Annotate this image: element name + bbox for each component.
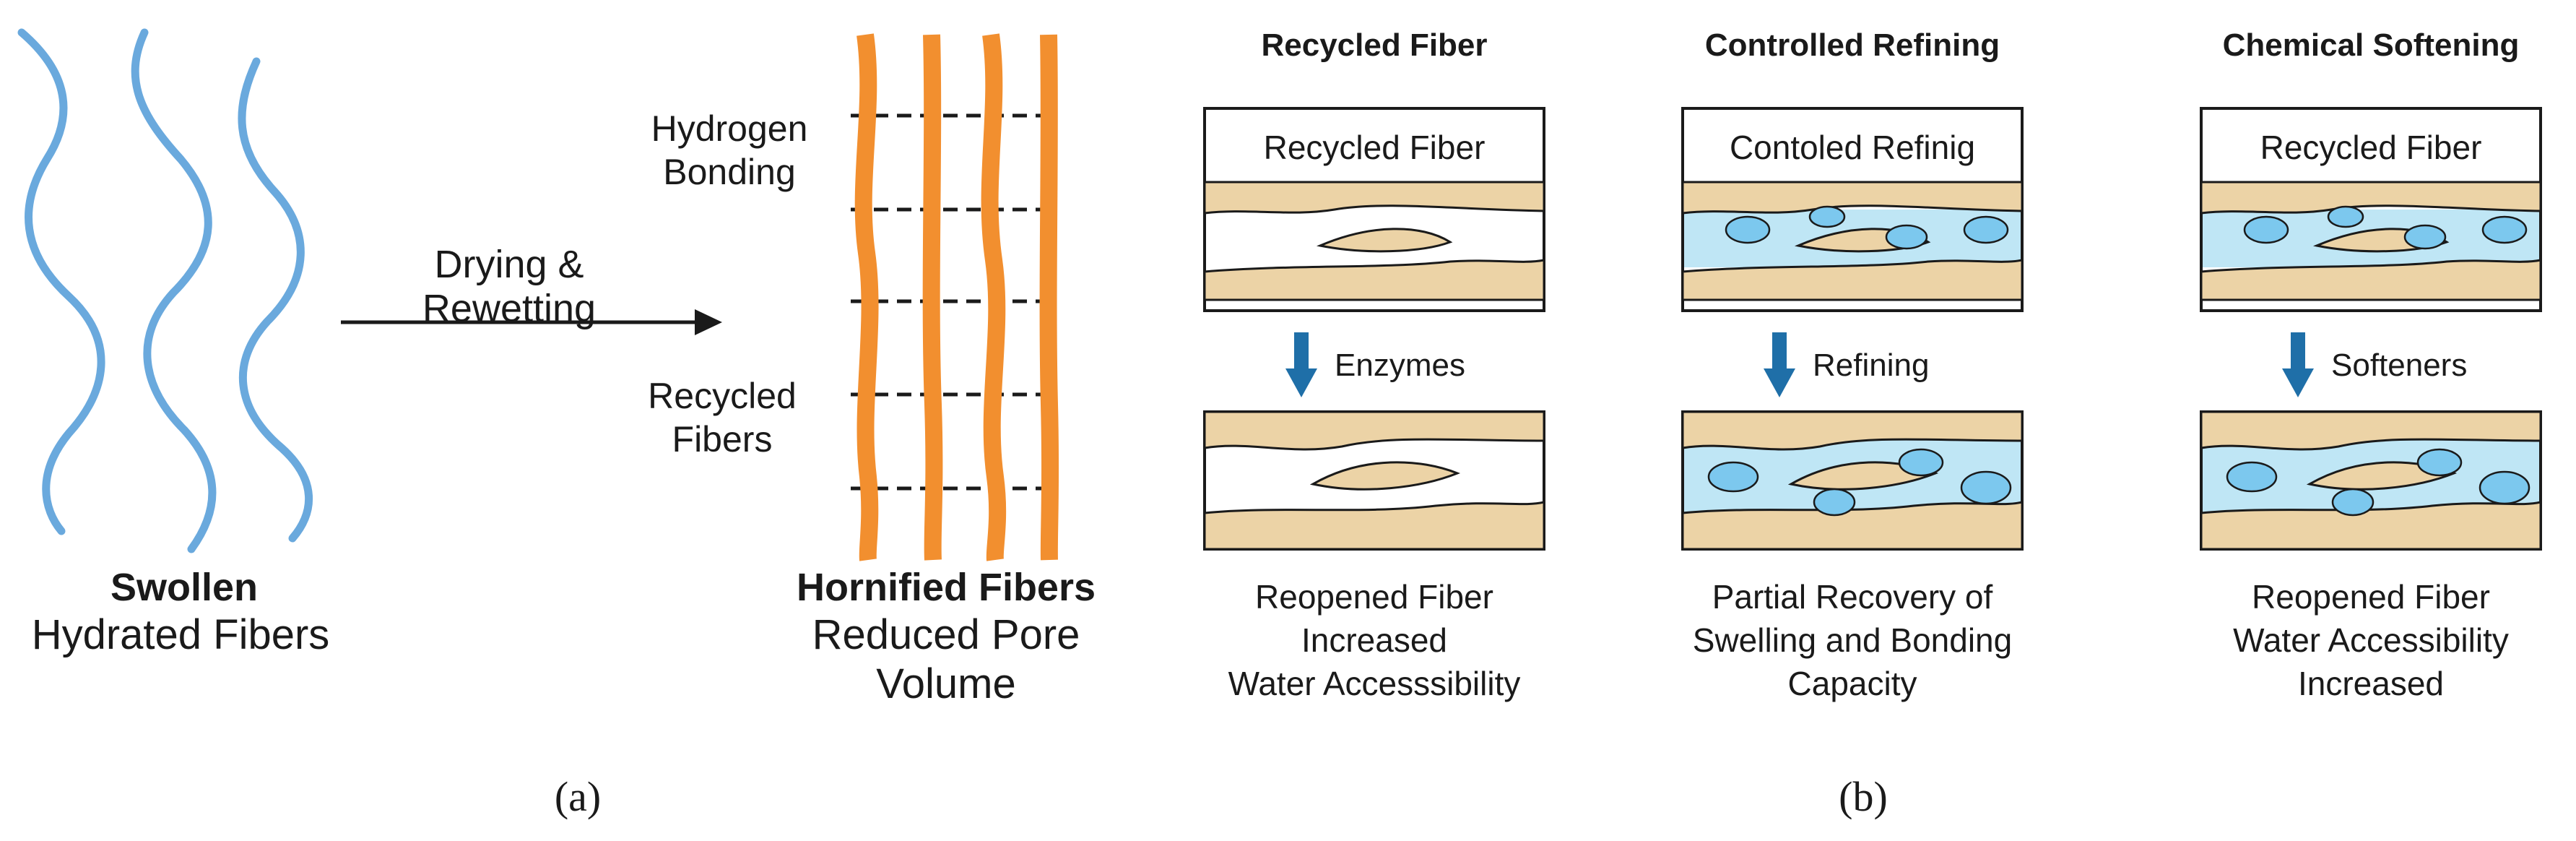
column-2-bottom-pore [1960, 470, 2012, 505]
column-2-top-fiber-box: Contoled Refinig [1681, 107, 2024, 312]
column-3-result-line-3: Increased [2297, 665, 2444, 702]
column-3-top-pore [2403, 224, 2447, 250]
recycled-fibers-label-line2: Fibers [672, 419, 773, 460]
hornified-fiber-2 [922, 34, 943, 561]
swollen-fiber-1 [17, 28, 105, 535]
hornified-subtitle-line2: Volume [876, 660, 1016, 707]
swollen-fibers [17, 28, 313, 553]
column-1-heading: Recycled Fiber [1261, 27, 1488, 63]
column-3-top-pore [2481, 215, 2528, 244]
column-2-top-pore [1725, 215, 1771, 244]
column-1-result-line-2: Increased [1301, 621, 1447, 659]
caption-b: (b) [1839, 773, 1888, 820]
column-3-bottom-pore [2416, 448, 2463, 477]
hornified-fiber-3 [981, 33, 1007, 561]
swollen-fiber-3 [238, 57, 313, 543]
hornified-fiber-4 [1039, 34, 1059, 561]
column-3-result-line-1: Reopened Fiber [2252, 578, 2490, 616]
hornified-subtitle-line1: Reduced Pore [812, 611, 1080, 658]
column-1-result-line-3: Water Accesssibility [1228, 665, 1521, 702]
column-1-treatment-label: Enzymes [1335, 348, 1465, 383]
recycled-fibers-label-line1: Recycled [648, 376, 797, 416]
column-3-bottom-fiber-box [2200, 410, 2542, 551]
hydrogen-bonds [851, 113, 1051, 491]
swollen-title: Swollen [110, 566, 259, 609]
column-2-bottom-fiber-box [1681, 410, 2024, 551]
column-2-result-line-2: Swelling and Bonding [1692, 621, 2013, 659]
hydrogen-bonding-label-line1: Hydrogen [651, 108, 808, 149]
column-3-bottom-upper-fiber [2200, 410, 2542, 451]
hornified-fiber-1 [854, 33, 879, 561]
column-3-top-lower-fiber [2200, 259, 2542, 301]
column-3-bottom-pore [2479, 470, 2531, 505]
column-1-top-fiber-branch [1316, 228, 1453, 253]
column-1-result-line-1: Reopened Fiber [1255, 578, 1493, 616]
hornified-fibers [854, 33, 1059, 561]
column-2-treatment-label: Refining [1813, 348, 1929, 383]
column-3-top-fiber-box: Recycled Fiber [2200, 107, 2542, 312]
caption-a: (a) [554, 773, 602, 820]
column-3-result-line-2: Water Accessibility [2233, 621, 2509, 659]
column-2-heading: Controlled Refining [1704, 27, 2000, 63]
column-1-top-upper-fiber [1203, 181, 1545, 215]
column-3-bottom-lower-fiber [2200, 501, 2542, 551]
column-3-heading: Chemical Softening [2222, 27, 2520, 63]
hornified-title: Hornified Fibers [796, 566, 1096, 609]
swollen-subtitle: Hydrated Fibers [31, 611, 330, 658]
arrow-label-line1: Drying & [434, 243, 584, 286]
column-1-box-label: Recycled Fiber [1264, 129, 1486, 166]
column-2-bottom-lower-fiber [1681, 501, 2024, 551]
column-1-treatment-arrow [1285, 332, 1317, 397]
column-1-bottom-fiber-branch [1309, 461, 1461, 491]
column-3-top-pore [2327, 205, 2364, 228]
column-2-result-line-1: Partial Recovery of [1712, 578, 1993, 616]
column-2-top-pore [1885, 224, 1928, 250]
column-2-bottom-pore [1898, 448, 1944, 477]
swollen-fiber-2 [131, 28, 217, 553]
column-2-top-pore [1963, 215, 2009, 244]
column-1-bottom-upper-fiber [1203, 410, 1545, 451]
column-3-treatment-label: Softeners [2331, 348, 2467, 383]
column-3-box-label: Recycled Fiber [2260, 129, 2482, 166]
column-1-top-lower-fiber [1203, 259, 1545, 301]
column-2-result-line-3: Capacity [1787, 665, 1917, 702]
column-2-bottom-upper-fiber [1681, 410, 2024, 451]
hydrogen-bonding-label-line2: Bonding [663, 152, 796, 192]
process-arrow [341, 309, 722, 335]
column-3-bottom-pore [2226, 461, 2278, 493]
column-2-bottom-pore [1707, 461, 1759, 493]
column-3-bottom-pore [2331, 488, 2375, 517]
column-1-bottom-fiber-box [1203, 410, 1545, 551]
arrow-label-line2: Rewetting [422, 287, 597, 330]
column-2-box-label: Contoled Refinig [1730, 129, 1975, 166]
column-1-bottom-lower-fiber [1203, 501, 1545, 551]
column-1-top-fiber-box: Recycled Fiber [1203, 107, 1545, 312]
column-2-top-pore [1808, 205, 1846, 228]
column-2-bottom-pore [1813, 488, 1856, 517]
column-2-treatment-arrow [1764, 332, 1795, 397]
column-2-top-lower-fiber [1681, 259, 2024, 301]
column-3-treatment-arrow [2282, 332, 2314, 397]
column-3-top-pore [2243, 215, 2289, 244]
